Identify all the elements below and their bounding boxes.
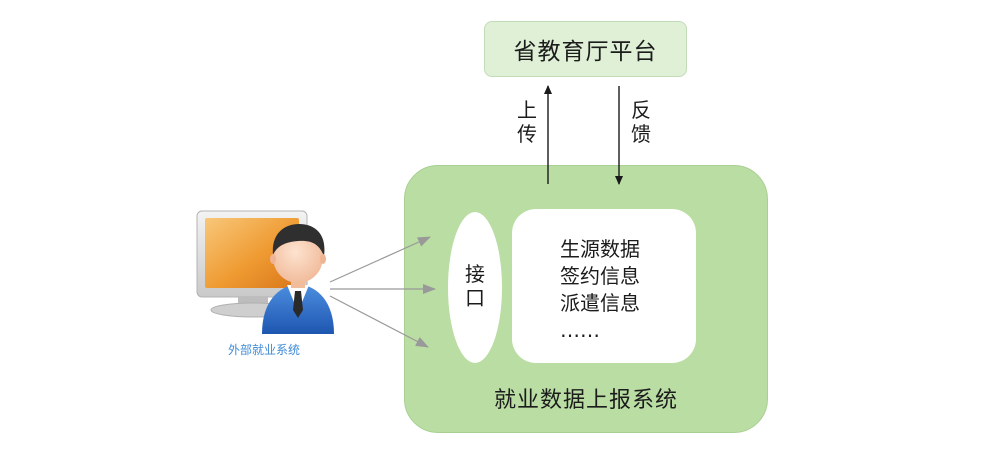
external-employment-system-label: 外部就业系统 (227, 343, 300, 357)
connector-arrow-upper (329, 236, 431, 283)
interface-label: 接口 (465, 262, 485, 310)
upload-label: 上传 (517, 98, 537, 146)
provincial-platform-label: 省教育厅平台 (513, 39, 658, 65)
data-item-dispatch-info: 派遣信息 (560, 291, 640, 315)
connector-arrow-lower (329, 295, 429, 348)
provincial-platform-box: 省教育厅平台 (484, 21, 687, 77)
data-item-student-source: 生源数据 (560, 237, 640, 261)
data-item-contract-info: 签约信息 (560, 264, 640, 288)
feedback-label: 反馈 (631, 98, 651, 146)
data-panel (512, 209, 696, 363)
data-list: 生源数据 签约信息 派遣信息 …… (560, 236, 640, 344)
employment-report-system-label: 就业数据上报系统 (493, 388, 678, 413)
interface-ellipse (448, 212, 502, 363)
data-item-ellipsis: …… (560, 318, 600, 342)
